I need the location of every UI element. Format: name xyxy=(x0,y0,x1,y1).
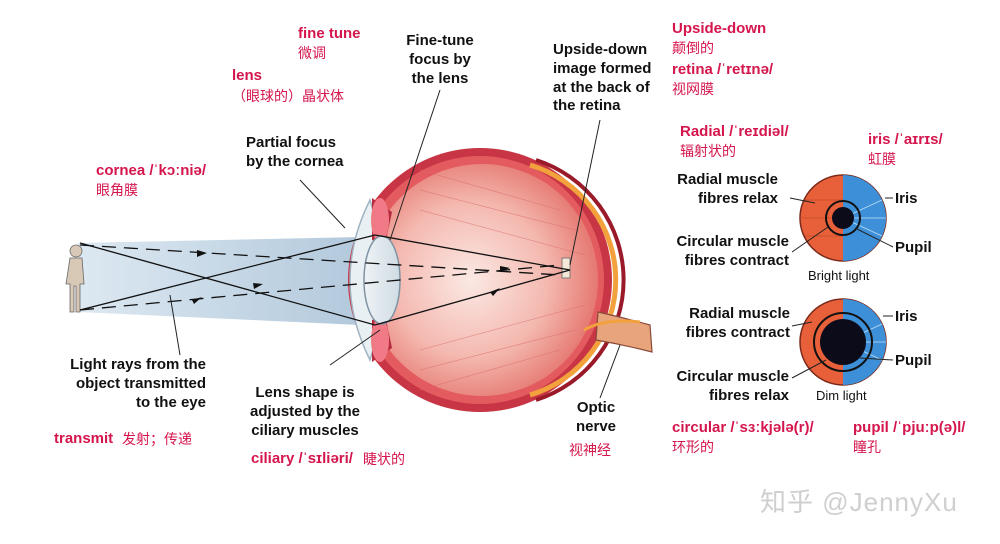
label-cornea-term: cornea /ˈkɔːniə/ xyxy=(96,162,207,179)
label-upside-down-zh: 颠倒的 xyxy=(672,40,714,56)
watermark: 知乎 @JennyXu xyxy=(760,487,958,517)
label-optic-nerve-zh: 视神经 xyxy=(569,442,611,458)
iris-bright-light xyxy=(799,174,887,262)
label-fine-tune: fine tune xyxy=(298,25,361,42)
label-upside-down-term: Upside-down xyxy=(672,20,767,37)
fine-tune-focus-line1: Fine-tune xyxy=(406,32,474,49)
partial-focus-line2: by the cornea xyxy=(246,152,344,170)
label-light-rays: Light rays from the object transmitted t… xyxy=(40,356,206,412)
label-lens: lens xyxy=(232,67,263,84)
circular-contract-line2: fibres contract xyxy=(684,251,789,269)
label-pupil-bright: Pupil xyxy=(895,239,932,256)
label-lens-shape: Lens shape is adjusted by the ciliary mu… xyxy=(240,384,370,440)
label-transmit-zh: 发射；传递 xyxy=(122,431,192,447)
label-fine-tune-focus: Fine-tune focus by the lens xyxy=(398,32,482,88)
label-bright-light: Bright light xyxy=(808,268,870,283)
label-iris-bright: Iris xyxy=(895,190,918,207)
radial-contract-line2: fibres contract xyxy=(685,323,790,341)
light-rays-line3: to the eye xyxy=(135,393,206,411)
optic-nerve-line1: Optic xyxy=(576,399,616,416)
partial-focus-line1: Partial focus xyxy=(246,134,337,151)
label-radial-zh: 辐射状的 xyxy=(680,143,736,159)
lens-shape-line2: adjusted by the xyxy=(249,402,361,420)
label-pupil-zh: 瞳孔 xyxy=(853,439,881,455)
radial-relax-line1: Radial muscle xyxy=(677,171,778,188)
label-pupil-dim: Pupil xyxy=(895,352,932,369)
label-iris-term: iris /ˈaɪrɪs/ xyxy=(868,131,943,148)
label-iris-dim: Iris xyxy=(895,308,918,325)
fine-tune-focus-line3: the lens xyxy=(411,69,469,87)
label-fine-tune-zh: 微调 xyxy=(298,45,326,61)
label-iris-zh: 虹膜 xyxy=(868,151,896,167)
upside-down-image-line3: at the back of xyxy=(553,78,650,96)
circular-contract-line1: Circular muscle xyxy=(676,233,789,250)
circular-relax-line2: fibres relax xyxy=(708,386,789,404)
label-optic-nerve: Optic nerve xyxy=(568,399,624,437)
label-radial-term: Radial /ˈreɪdiəl/ xyxy=(680,123,789,140)
label-upside-down-image: Upside-down image formed at the back of … xyxy=(553,41,651,116)
label-cornea-zh: 眼角膜 xyxy=(96,182,138,198)
label-radial-relax: Radial muscle fibres relax xyxy=(650,171,778,209)
radial-relax-line2: fibres relax xyxy=(697,189,778,207)
light-rays-line2: object transmitted xyxy=(75,374,206,392)
label-radial-contract: Radial muscle fibres contract xyxy=(650,305,790,343)
label-partial-focus: Partial focus by the cornea xyxy=(246,134,344,172)
radial-contract-line1: Radial muscle xyxy=(689,305,790,322)
label-lens-zh: （眼球的）晶状体 xyxy=(232,88,344,104)
lens-shape-line3: ciliary muscles xyxy=(251,421,359,439)
iris-dim-light xyxy=(799,298,887,386)
eyeball xyxy=(348,148,626,412)
upside-down-image-line1: Upside-down xyxy=(553,41,648,58)
label-circular-contract: Circular muscle fibres contract xyxy=(650,233,789,271)
label-retina-term: retina /ˈretɪnə/ xyxy=(672,61,774,78)
upside-down-image-line2: image formed xyxy=(553,59,652,77)
label-circular-relax: Circular muscle fibres relax xyxy=(650,368,789,406)
label-dim-light: Dim light xyxy=(816,388,867,403)
label-ciliary-term: ciliary /ˈsɪliəri/ xyxy=(251,450,353,467)
upside-down-image-line4: the retina xyxy=(553,97,621,115)
object-person xyxy=(65,244,85,313)
lens-shape-line1: Lens shape is xyxy=(255,384,355,401)
label-retina-zh: 视网膜 xyxy=(672,81,714,97)
label-pupil-term: pupil /ˈpjuːp(ə)l/ xyxy=(853,419,966,436)
light-rays-line1: Light rays from the xyxy=(70,356,206,373)
label-ciliary-zh: 睫状的 xyxy=(363,451,405,467)
fine-tune-focus-line2: focus by xyxy=(409,50,471,68)
optic-nerve-line2: nerve xyxy=(575,417,617,435)
label-circular-zh: 环形的 xyxy=(672,439,714,455)
label-circular-term: circular /ˈsɜːkjələ(r)/ xyxy=(672,419,814,436)
circular-relax-line1: Circular muscle xyxy=(676,368,789,385)
label-transmit-term: transmit xyxy=(54,430,114,447)
